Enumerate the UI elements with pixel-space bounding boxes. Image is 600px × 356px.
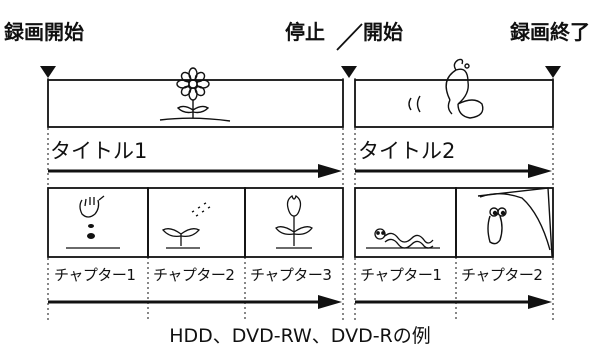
seed-icon xyxy=(87,233,95,239)
slash-divider xyxy=(336,23,363,51)
chapter-box-t1-c2 xyxy=(147,187,246,258)
creature-icon xyxy=(477,187,553,257)
title2-label: タイトル2 xyxy=(358,139,456,163)
title2-scene-box xyxy=(354,79,554,128)
butterfly-icon xyxy=(408,58,484,119)
chapter-box-t1-c3 xyxy=(244,187,344,258)
sprout-icon xyxy=(161,202,211,249)
marker-triangle-record-end xyxy=(545,66,561,78)
chapter-box-t2-c1 xyxy=(354,187,457,258)
title1-arrow-head xyxy=(318,164,342,178)
chapter-box-t1-c1 xyxy=(47,187,149,258)
caterpillar-icon xyxy=(366,228,440,249)
marker-triangle-stop-start xyxy=(341,66,357,78)
chapter-label-t1-c3: チャプター3 xyxy=(250,266,332,284)
title2-arrow-head xyxy=(528,164,552,178)
chapter-label-t1-c1: チャプター1 xyxy=(54,266,136,284)
marker-triangle-record-start xyxy=(40,66,56,78)
stop-label: 停止 xyxy=(285,20,325,44)
start-label: 開始 xyxy=(363,20,403,44)
chapter-box-t2-c2 xyxy=(455,187,554,258)
seed-icon xyxy=(88,224,94,228)
record-start-label: 録画開始 xyxy=(4,20,84,44)
chapter-arrow-t2-head xyxy=(528,295,552,309)
seed-hand-icon xyxy=(79,195,105,218)
chapter-label-t1-c2: チャプター2 xyxy=(153,266,235,284)
flower-icon xyxy=(159,67,231,122)
chapter-label-t2-c2: チャプター2 xyxy=(461,266,543,284)
chapter-arrow-t1-head xyxy=(318,295,342,309)
chapter-label-t2-c1: チャプター1 xyxy=(360,266,442,284)
diagram-caption: HDD、DVD-RW、DVD-Rの例 xyxy=(169,325,431,347)
tulip-icon xyxy=(275,194,313,249)
record-end-label: 録画終了 xyxy=(510,20,590,44)
title1-label: タイトル1 xyxy=(50,139,148,163)
